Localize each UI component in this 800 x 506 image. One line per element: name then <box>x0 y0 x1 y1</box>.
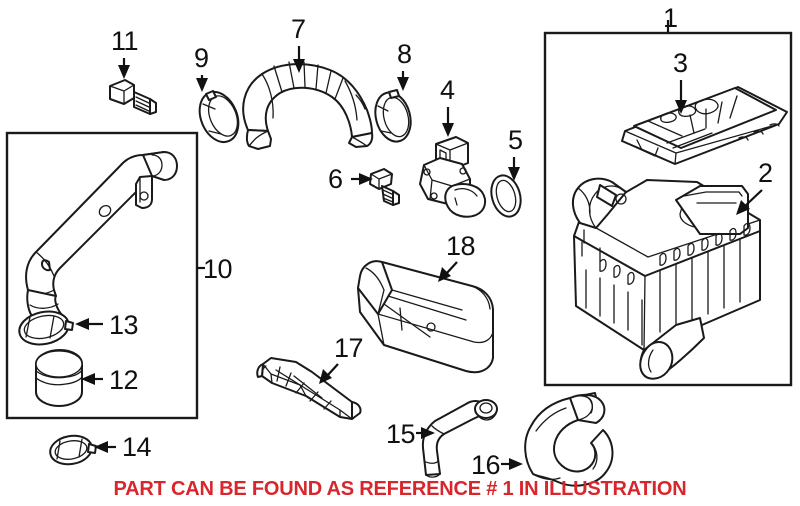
leader-4 <box>442 107 454 137</box>
callout-1: 1 <box>663 3 678 33</box>
part-hose-clamp-14 <box>49 434 97 466</box>
leader-17 <box>319 363 339 384</box>
callout-10: 10 <box>203 254 233 284</box>
part-air-intake-hose <box>524 392 614 487</box>
callout-17: 17 <box>334 333 364 363</box>
callout-3: 3 <box>673 48 688 78</box>
part-hose-clamp-9 <box>198 90 240 144</box>
leader-3 <box>675 80 687 114</box>
leader-13 <box>75 318 103 330</box>
panel-air-intake-duct <box>5 131 199 420</box>
callout-12: 12 <box>109 365 139 395</box>
part-mounting-bolt <box>109 79 157 115</box>
callout-2: 2 <box>758 158 773 188</box>
panel-air-cleaner-assembly <box>543 31 793 387</box>
part-air-intake-resonator <box>357 260 494 374</box>
part-rubber-sleeve <box>35 349 83 407</box>
leader-5 <box>508 157 520 181</box>
leader-18 <box>438 261 458 282</box>
part-hose-clamp-8 <box>374 89 412 143</box>
leader-11 <box>118 58 130 79</box>
callout-6: 6 <box>328 164 343 194</box>
leader-7 <box>293 46 305 73</box>
leader-14 <box>94 441 116 453</box>
part-air-intake-duct <box>25 151 178 325</box>
leader-2 <box>736 189 763 215</box>
callout-5: 5 <box>508 125 523 155</box>
leader-6 <box>351 173 373 185</box>
callout-9: 9 <box>194 43 209 73</box>
leader-16 <box>501 458 523 470</box>
leader-12 <box>81 373 103 385</box>
part-maf-o-ring <box>490 174 522 218</box>
part-air-cleaner-lid <box>621 86 788 165</box>
callout-4: 4 <box>440 75 455 105</box>
part-intake-duct-bracket <box>256 357 362 420</box>
leader-15 <box>416 427 435 439</box>
callout-13: 13 <box>109 310 139 340</box>
leader-9 <box>196 75 208 92</box>
leader-8 <box>397 71 409 91</box>
callout-15: 15 <box>386 419 416 449</box>
reference-caption: PART CAN BE FOUND AS REFERENCE # 1 IN IL… <box>113 478 687 500</box>
callout-16: 16 <box>471 450 501 480</box>
part-mass-air-flow-sensor <box>419 136 487 218</box>
part-air-cleaner-housing <box>572 177 761 380</box>
callout-7: 7 <box>291 14 306 44</box>
callout-8: 8 <box>397 39 412 69</box>
part-air-intake-bellows-hose <box>242 61 374 150</box>
part-maf-sensor-screw <box>369 168 400 206</box>
callout-11: 11 <box>111 26 139 56</box>
part-hose-clamp-13 <box>18 310 74 346</box>
callout-14: 14 <box>122 432 152 462</box>
callout-18: 18 <box>446 231 476 261</box>
